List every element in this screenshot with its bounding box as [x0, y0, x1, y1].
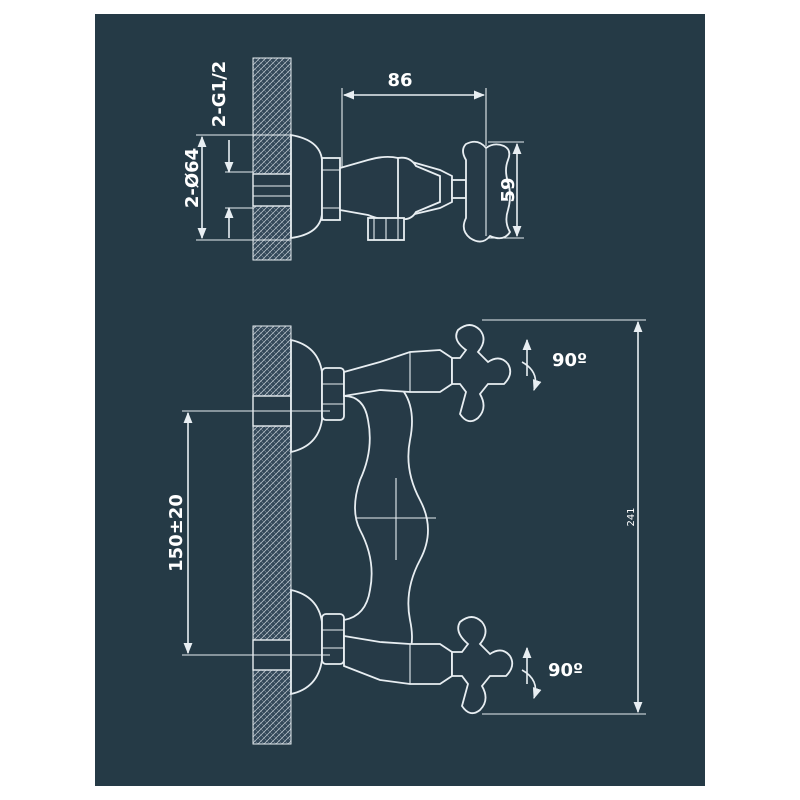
front-nut-bottom: [321, 613, 345, 665]
front-cross-handle-bottom: [451, 616, 514, 715]
top-view: 86 59 2-G1/2 2-Ø64: [182, 57, 524, 261]
rotation-top-label: 90º: [552, 350, 587, 371]
front-nut-top: [321, 367, 345, 421]
front-wall: [252, 325, 292, 745]
dimension-diameter-label: 2-Ø64: [182, 148, 203, 208]
dimension-total-height-label: 241: [626, 507, 637, 526]
front-view: 150±20 241 90º 90º: [166, 319, 646, 745]
rotation-indicator-bottom: 90º: [521, 646, 583, 700]
top-wall: [252, 57, 292, 261]
front-cross-handle-top: [451, 324, 512, 423]
dimension-center-distance-label: 150±20: [166, 494, 187, 572]
rotation-bottom-label: 90º: [548, 660, 583, 681]
top-spindle: [451, 179, 467, 199]
top-wall-pipe-opening: [252, 173, 292, 207]
rotation-indicator-top: 90º: [521, 338, 587, 392]
front-escutcheon-top: [290, 338, 323, 454]
dimension-thread-label: 2-G1/2: [209, 61, 230, 127]
top-escutcheon: [290, 133, 323, 240]
dimension-handle-width-label: 59: [498, 177, 519, 202]
dimension-depth-label: 86: [387, 70, 412, 91]
top-nut: [321, 157, 341, 221]
